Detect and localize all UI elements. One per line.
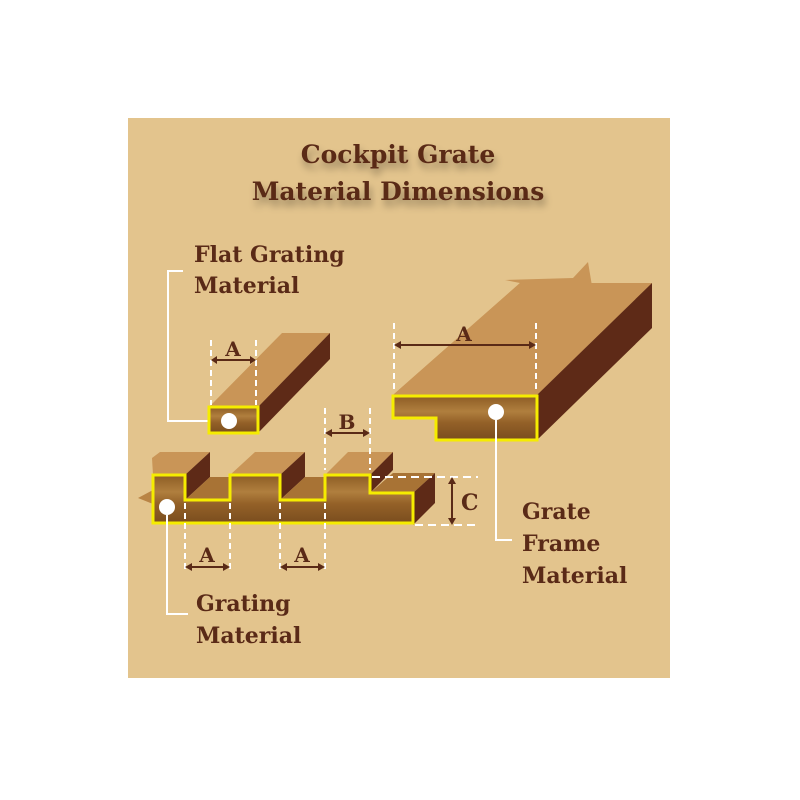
grate-frame-label-line-2: Frame xyxy=(522,531,600,557)
grating-dimension-c: C xyxy=(461,490,479,516)
flat-grating-piece: A xyxy=(207,333,330,435)
grating-label-line-1: Grating xyxy=(196,591,291,617)
grating-piece: A A B C xyxy=(138,408,479,571)
grating-marker-dot xyxy=(159,499,175,515)
flat-grating-label-line-1: Flat Grating xyxy=(194,242,345,268)
grate-frame-label: Grate Frame Material xyxy=(522,499,627,589)
grating-label-line-2: Material xyxy=(196,623,301,649)
grate-frame-piece: A xyxy=(391,262,652,442)
grating-dimension-a-1: A xyxy=(198,543,215,567)
diagram-title: Cockpit Grate Material Dimensions xyxy=(252,140,545,206)
flat-grating-leader-line xyxy=(167,270,228,422)
frame-marker-dot xyxy=(488,404,504,420)
flat-grating-marker-dot xyxy=(221,413,237,429)
flat-grating-label-line-2: Material xyxy=(194,273,299,299)
grating-leader-line xyxy=(166,515,188,615)
grating-label: Grating Material xyxy=(196,591,301,649)
grate-frame-label-line-1: Grate xyxy=(522,499,591,525)
grating-dimension-b: B xyxy=(339,410,356,434)
title-line-2: Material Dimensions xyxy=(252,177,545,206)
flat-dimension-a: A xyxy=(224,337,241,361)
frame-dimension-a: A xyxy=(455,322,472,346)
grate-frame-label-line-3: Material xyxy=(522,563,627,589)
title-line-1: Cockpit Grate xyxy=(301,140,496,169)
grating-dimension-a-2: A xyxy=(293,543,310,567)
flat-grating-label: Flat Grating Material xyxy=(194,242,345,299)
grate-frame-leader-line xyxy=(495,420,512,541)
